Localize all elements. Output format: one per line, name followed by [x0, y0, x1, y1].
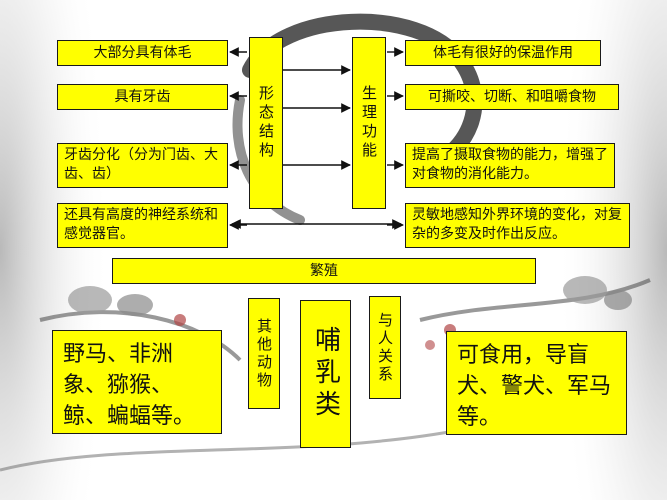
left-item-hair: 大部分具有体毛 — [57, 40, 228, 66]
right-item-teeth-function: 可撕咬、切断、和咀嚼食物 — [405, 84, 619, 110]
other-animals-label: 其他动物 — [255, 317, 273, 390]
structure-label: 形态结构 — [257, 85, 275, 161]
left-item-teeth-differentiation: 牙齿分化（分为门齿、大齿、齿） — [57, 143, 228, 188]
human-relation-box: 与人关系 — [369, 296, 401, 399]
other-animals-box: 其他动物 — [248, 298, 280, 409]
structure-box: 形态结构 — [249, 37, 283, 209]
examples-human-relation: 可食用，导盲犬、警犬、军马等。 — [446, 331, 627, 435]
function-box: 生理功能 — [352, 37, 386, 209]
human-relation-label: 与人关系 — [376, 311, 394, 384]
right-item-digestion: 提高了摄取食物的能力，增强了对食物的消化能力。 — [405, 143, 615, 188]
right-item-hair-function: 体毛有很好的保温作用 — [405, 40, 601, 66]
mammals-box: 哺乳类 — [300, 300, 351, 448]
mammals-label: 哺乳类 — [310, 326, 341, 422]
reproduction-bar: 繁殖 — [112, 258, 536, 284]
function-label: 生理功能 — [360, 85, 378, 161]
left-item-teeth: 具有牙齿 — [57, 84, 228, 110]
examples-other-animals: 野马、非洲象、猕猴、鲸、蝙蝠等。 — [52, 330, 222, 434]
right-item-perception: 灵敏地感知外界环境的变化，对复杂的多变及时作出反应。 — [405, 203, 630, 248]
left-item-nervous-system: 还具有高度的神经系统和感觉器官。 — [57, 203, 228, 248]
